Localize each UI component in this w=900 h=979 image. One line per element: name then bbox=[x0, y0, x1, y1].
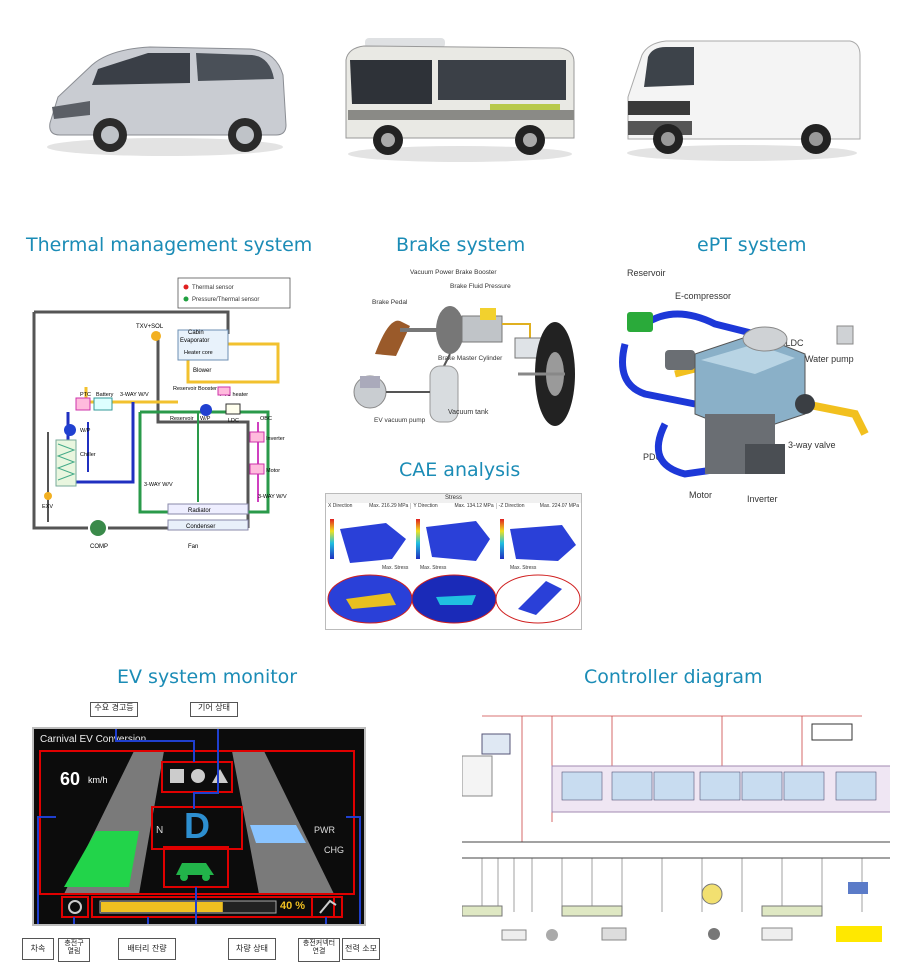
legend-pressure-label: Pressure/Thermal sensor bbox=[192, 297, 259, 303]
ldc-label: LDC bbox=[228, 418, 239, 424]
booster-label: Vacuum Power Brake Booster bbox=[410, 269, 497, 276]
battery-percent: 40 % bbox=[280, 900, 306, 912]
cae-max-y: Max. 134.12 MPa bbox=[454, 503, 494, 509]
txv-label: TXV+SOL bbox=[136, 324, 164, 330]
ept-title: ePT system bbox=[697, 234, 807, 256]
gear-value: D bbox=[184, 805, 210, 846]
cae-max-x: Max. 216.29 MPa bbox=[369, 503, 409, 509]
bottom-label-connector: 충전커넥터 연결 bbox=[298, 938, 340, 962]
ept-ecomp-label: E-compressor bbox=[675, 291, 731, 301]
reservoir-label: Reservoir bbox=[173, 386, 197, 392]
ept-reservoir-label: Reservoir bbox=[627, 268, 666, 278]
thermal-diagram: Thermal sensor Pressure/Thermal sensor C… bbox=[32, 277, 291, 550]
booster-label: Booster bbox=[198, 386, 217, 392]
warning-icon-3 bbox=[212, 769, 228, 783]
ev-pump-label: EV vacuum pump bbox=[374, 417, 426, 424]
reservoir2-label: Reservoir bbox=[170, 416, 194, 422]
thermal-title: Thermal management system bbox=[26, 234, 313, 256]
top-label-gear: 기어 상태 bbox=[190, 702, 238, 717]
warning-icon-1 bbox=[170, 769, 184, 783]
fluid-label: Brake Fluid Pressure bbox=[450, 283, 511, 290]
ept-valve-label: 3-way valve bbox=[788, 440, 836, 450]
radiator-label: Radiator bbox=[188, 508, 211, 514]
pedal-label: Brake Pedal bbox=[372, 299, 408, 306]
minivan-image bbox=[47, 46, 287, 156]
heater-core-label: Heater core bbox=[184, 350, 213, 356]
vehicle-status-icon bbox=[176, 863, 214, 875]
power-gauge bbox=[232, 751, 334, 894]
cae-title: CAE analysis bbox=[399, 459, 521, 481]
threeway2-label: 3-WAY W/V bbox=[144, 482, 173, 488]
ept-motor-label: Motor bbox=[689, 490, 712, 500]
legend-sensor-label: Thermal sensor bbox=[192, 285, 234, 291]
evaporator-label: Evaporator bbox=[180, 338, 209, 344]
cae-header: Stress bbox=[326, 494, 581, 503]
inverter-label: Inverter bbox=[266, 436, 285, 442]
wp1-label: W/P bbox=[80, 428, 91, 434]
ept-inverter-label: Inverter bbox=[747, 494, 778, 504]
ept-water-pump-label: Water pump bbox=[805, 354, 854, 364]
bottom-label-battery: 배터리 잔량 bbox=[118, 938, 176, 960]
controller-title: Controller diagram bbox=[584, 666, 763, 688]
top-label-warning: 수요 경고등 bbox=[90, 702, 138, 717]
cae-dir-z: -Z Direction bbox=[498, 503, 525, 509]
ptc-heater-label: PTC heater bbox=[220, 392, 248, 398]
ept-pdu-label: PDU bbox=[643, 452, 662, 462]
bottom-label-charge-port: 충전구 열림 bbox=[58, 938, 90, 962]
cae-max-z: Max. 224.07 MPa bbox=[539, 503, 579, 509]
speed-unit: km/h bbox=[88, 775, 108, 785]
cae-dir-y: Y Direction bbox=[413, 503, 438, 509]
battery-label: Battery bbox=[96, 392, 114, 398]
threeway3-label: 3-WAY W/V bbox=[258, 494, 287, 500]
gear-neutral: N bbox=[156, 825, 164, 836]
monitor-title: EV system monitor bbox=[117, 666, 298, 688]
warning-icon-2 bbox=[191, 769, 205, 783]
screen-title: Carnival EV Conversion bbox=[40, 734, 147, 745]
motor-label: Motor bbox=[266, 468, 280, 474]
cae-max-stress-3: Max. Stress bbox=[510, 565, 537, 571]
exv-label: EXV bbox=[42, 504, 53, 510]
controller-diagram bbox=[462, 712, 890, 950]
ept-diagram: Reservoir E-compressor OBC & LDC Water p… bbox=[619, 268, 869, 504]
tank-label: Vacuum tank bbox=[448, 409, 489, 416]
brake-diagram: Vacuum Power Brake Booster Brake Fluid P… bbox=[353, 269, 575, 426]
speed-value: 60 bbox=[60, 769, 81, 789]
threeway1-label: 3-WAY W/V bbox=[120, 392, 149, 398]
battery-bar-fill bbox=[101, 902, 223, 912]
condenser-label: Condenser bbox=[186, 524, 215, 530]
bottom-label-speed: 차속 bbox=[22, 938, 54, 960]
charge-label: CHG bbox=[324, 845, 344, 855]
wp2-label: W/P bbox=[200, 416, 211, 422]
bottom-label-vehicle-status: 차량 상태 bbox=[228, 938, 276, 960]
chiller-label: Chiller bbox=[80, 452, 96, 458]
master-label: Brake Master Cylinder bbox=[438, 355, 503, 362]
van-image bbox=[627, 40, 861, 161]
blower-label: Blower bbox=[193, 368, 211, 374]
cabin-label: Cabin bbox=[188, 330, 204, 336]
bottom-label-power: 전력 소모 bbox=[342, 938, 380, 960]
cae-panel: Stress X Direction Max. 216.29 MPa Y Dir… bbox=[325, 493, 582, 630]
plug-icon bbox=[319, 899, 337, 914]
bus-image bbox=[345, 38, 575, 162]
cae-dir-x: X Direction bbox=[328, 503, 353, 509]
speed-gauge-fill bbox=[64, 831, 139, 887]
power-label: PWR bbox=[314, 825, 335, 835]
cae-max-stress-2: Max. Stress bbox=[420, 565, 447, 571]
cae-plots: Max. Stress Max. Stress Max. Stress bbox=[327, 519, 581, 624]
brake-title: Brake system bbox=[396, 234, 526, 256]
cae-max-stress-1: Max. Stress bbox=[382, 565, 409, 571]
comp-label: COMP bbox=[90, 544, 108, 550]
power-gauge-fill bbox=[250, 825, 306, 843]
charge-port-icon bbox=[68, 900, 82, 914]
ptc-label: PTC bbox=[80, 392, 91, 398]
obc-label: OBC bbox=[260, 416, 272, 422]
fan-label: Fan bbox=[188, 544, 198, 550]
monitor-screen: Carnival EV Conversion bbox=[32, 727, 366, 926]
